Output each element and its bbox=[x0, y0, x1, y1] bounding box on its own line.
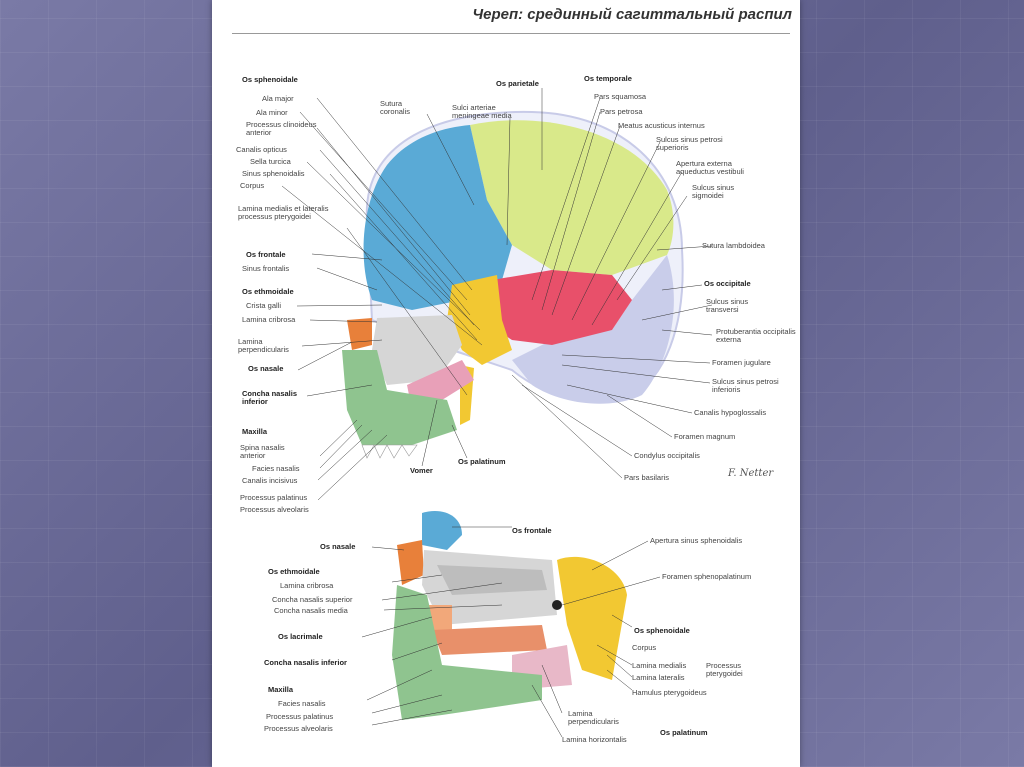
bottom-leader-lines bbox=[361, 526, 661, 738]
bottom-label-os-frontale: Os frontale bbox=[512, 526, 552, 535]
label-sulcus-petrosi-inferioris: Sulcus sinus petrosi inferioris bbox=[712, 377, 779, 394]
label-os-temporale: Os temporale bbox=[584, 74, 632, 83]
bottom-label-concha-superior: Concha nasalis superior bbox=[272, 595, 353, 604]
label-concha-nasalis-inferior: Concha nasalis inferior bbox=[242, 389, 298, 406]
label-lamina-cribrosa: Lamina cribrosa bbox=[242, 315, 296, 324]
bottom-label-processus-pterygoidei: Processus pterygoidei bbox=[706, 661, 743, 678]
label-canalis-opticus: Canalis opticus bbox=[236, 145, 287, 154]
label-sulcus-sigmoidei: Sulcus sinus sigmoidei bbox=[692, 183, 735, 200]
label-lamina-pterygoidei: Lamina medialis et lateralis processus p… bbox=[238, 204, 329, 221]
bottom-maxilla bbox=[392, 585, 542, 720]
label-apertura-externa: Apertura externa aqueductus vestibuli bbox=[676, 159, 744, 176]
bottom-label-lamina-perpendicularis: Lamina perpendicularis bbox=[568, 709, 619, 726]
title-rule bbox=[232, 33, 790, 34]
page-title: Череп: срединный сагиттальный распил bbox=[472, 6, 792, 23]
label-processus-clinoideus: Processus clinoideus anterior bbox=[246, 120, 317, 137]
label-maxilla: Maxilla bbox=[242, 427, 268, 436]
bottom-label-lamina-medialis: Lamina medialis bbox=[632, 661, 687, 670]
label-protuberantia: Protuberantia occipitalis externa bbox=[716, 327, 796, 344]
label-lamina-perpendicularis: Lamina perpendicularis bbox=[238, 337, 289, 354]
label-sulci-arteriae: Sulci arteriae meningeae media bbox=[452, 103, 512, 120]
label-pars-petrosa: Pars petrosa bbox=[600, 107, 643, 116]
os-frontale-shape bbox=[363, 125, 512, 310]
bottom-concha-superior bbox=[437, 565, 547, 595]
bottom-label-os-nasale: Os nasale bbox=[320, 542, 356, 551]
label-os-nasale: Os nasale bbox=[248, 364, 284, 373]
bottom-label-lamina-cribrosa: Lamina cribrosa bbox=[280, 581, 334, 590]
label-corpus: Corpus bbox=[240, 181, 265, 190]
label-os-palatinum: Os palatinum bbox=[458, 457, 506, 466]
os-occipitale-shape bbox=[512, 255, 674, 404]
bottom-label-lamina-horizontalis: Lamina horizontalis bbox=[562, 735, 627, 744]
label-sulcus-petrosi-superioris: Sulcus sinus petrosi superioris bbox=[656, 135, 723, 152]
label-canalis-incisivus: Canalis incisivus bbox=[242, 476, 298, 485]
label-meatus-acusticus: Meatus acusticus internus bbox=[618, 121, 705, 130]
bottom-label-os-lacrimale: Os lacrimale bbox=[278, 632, 323, 641]
label-pars-squamosa: Pars squamosa bbox=[594, 92, 647, 101]
label-foramen-magnum: Foramen magnum bbox=[674, 432, 736, 441]
bottom-label-os-sphenoidale: Os sphenoidale bbox=[634, 626, 690, 635]
os-nasale-shape bbox=[347, 318, 372, 350]
label-crista-galli: Crista galli bbox=[246, 301, 282, 310]
bottom-label-lamina-lateralis: Lamina lateralis bbox=[632, 673, 685, 682]
bottom-label-processus-palatinus: Processus palatinus bbox=[266, 712, 334, 721]
os-temporale-shape bbox=[482, 270, 632, 345]
bottom-label-os-palatinum: Os palatinum bbox=[660, 728, 708, 737]
label-sulcus-transversi: Sulcus sinus transversi bbox=[706, 297, 749, 314]
label-os-occipitale: Os occipitale bbox=[704, 279, 751, 288]
bottom-label-processus-alveolaris: Processus alveolaris bbox=[264, 724, 333, 733]
teeth-row bbox=[361, 444, 418, 459]
label-sutura-coronalis: Sutura coronalis bbox=[380, 99, 411, 116]
label-spina-nasalis-anterior: Spina nasalis anterior bbox=[240, 443, 285, 460]
leader-lines bbox=[281, 88, 713, 500]
label-facies-nasalis: Facies nasalis bbox=[252, 464, 300, 473]
bottom-foramen-sphenopalatinum bbox=[552, 600, 562, 610]
os-parietale-shape bbox=[470, 120, 674, 275]
bottom-label-foramen-sphenopalatinum: Foramen sphenopalatinum bbox=[662, 572, 752, 581]
bottom-sphenoid bbox=[557, 556, 627, 680]
bottom-label-hamulus: Hamulus pterygoideus bbox=[632, 688, 707, 697]
label-sutura-lambdoidea: Sutura lambdoidea bbox=[702, 241, 765, 250]
label-ala-major: Ala major bbox=[262, 94, 294, 103]
bottom-label-corpus: Corpus bbox=[632, 643, 657, 652]
bottom-concha-inferior bbox=[432, 625, 547, 655]
label-pars-basilaris: Pars basilaris bbox=[624, 473, 670, 482]
maxilla-shape bbox=[342, 350, 457, 445]
label-os-frontale: Os frontale bbox=[246, 250, 286, 259]
bottom-os-nasale bbox=[397, 540, 424, 585]
bottom-label-concha-media: Concha nasalis media bbox=[274, 606, 348, 615]
atlas-page: Череп: срединный сагиттальный распил bbox=[212, 0, 800, 767]
label-vomer: Vomer bbox=[410, 466, 433, 475]
os-ethmoidale-shape bbox=[372, 315, 462, 385]
label-sella-turcica: Sella turcica bbox=[250, 157, 291, 166]
os-sphenoidale-shape bbox=[447, 275, 512, 365]
skull-sagittal-figure bbox=[281, 88, 713, 500]
label-sinus-sphenoidalis: Sinus sphenoidalis bbox=[242, 169, 305, 178]
nasal-cavity-figure bbox=[361, 511, 661, 738]
label-canalis-hypoglossalis: Canalis hypoglossalis bbox=[694, 408, 767, 417]
bottom-os-lacrimale bbox=[427, 605, 452, 630]
label-processus-alveolaris: Processus alveolaris bbox=[240, 505, 309, 514]
label-foramen-jugulare: Foramen jugulare bbox=[712, 358, 771, 367]
bottom-label-concha-inferior: Concha nasalis inferior bbox=[264, 658, 347, 667]
label-processus-palatinus: Processus palatinus bbox=[240, 493, 308, 502]
artist-signature: F. Netter bbox=[728, 468, 774, 479]
bottom-os-frontale bbox=[422, 511, 462, 550]
bottom-label-apertura-sinus: Apertura sinus sphenoidalis bbox=[650, 536, 743, 545]
bottom-label-facies-nasalis: Facies nasalis bbox=[278, 699, 326, 708]
label-sinus-frontalis: Sinus frontalis bbox=[242, 264, 290, 273]
label-os-ethmoidale: Os ethmoidale bbox=[242, 287, 294, 296]
label-os-sphenoidale: Os sphenoidale bbox=[242, 75, 298, 84]
label-ala-minor: Ala minor bbox=[256, 108, 288, 117]
bottom-label-os-ethmoidale: Os ethmoidale bbox=[268, 567, 320, 576]
bottom-label-maxilla: Maxilla bbox=[268, 685, 294, 694]
label-condylus-occipitalis: Condylus occipitalis bbox=[634, 451, 700, 460]
label-os-parietale: Os parietale bbox=[496, 79, 539, 88]
